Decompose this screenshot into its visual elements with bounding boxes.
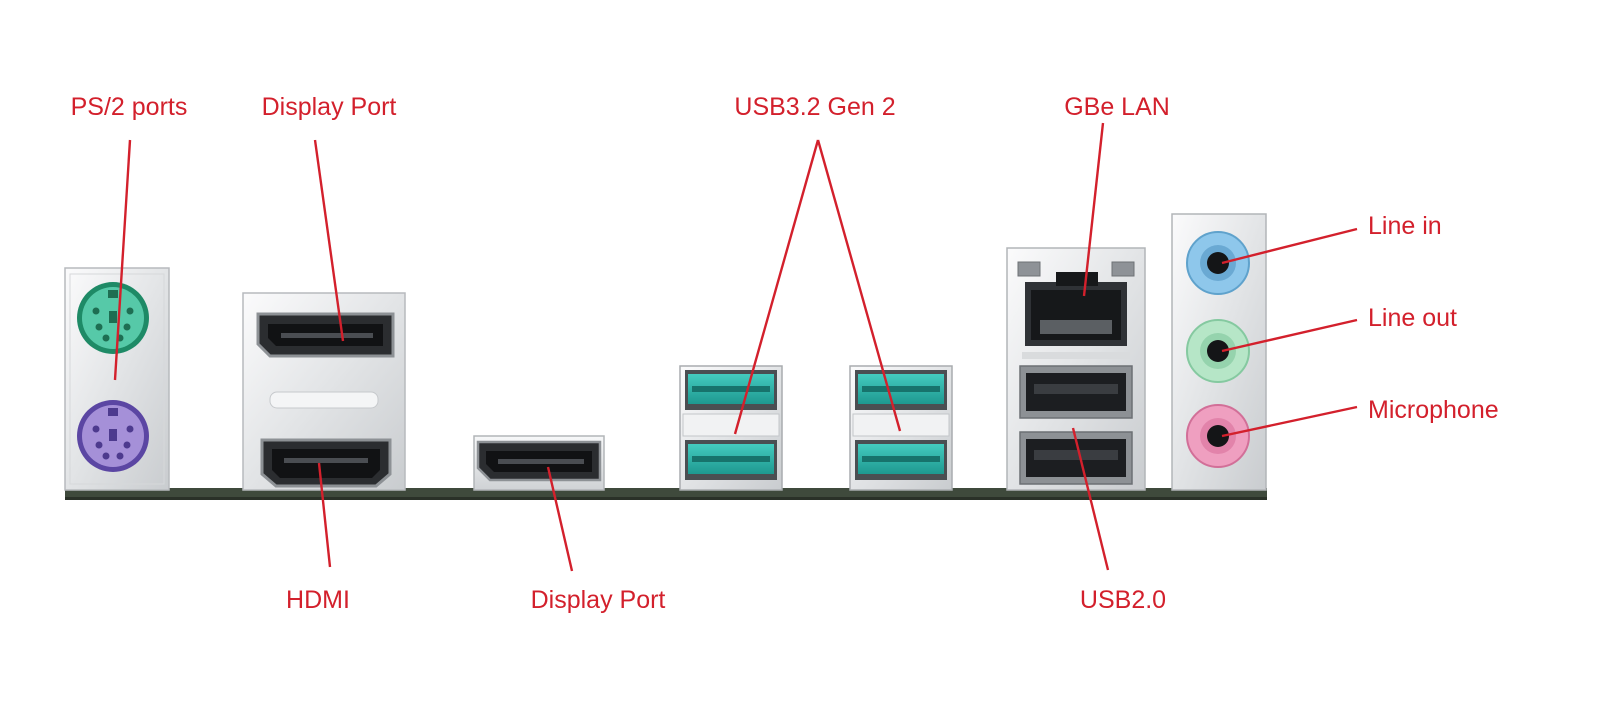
usb32-gen2-stack-a <box>679 365 783 491</box>
leader-line-usb20 <box>1071 427 1110 571</box>
leader-line-gbe-lan <box>1082 122 1105 297</box>
leader-line-display-port-bottom <box>546 466 574 572</box>
leader-line-ps2 <box>113 139 132 381</box>
usb32-gen2-stack-b <box>849 365 953 491</box>
label-usb20: USB2.0 <box>1079 586 1167 614</box>
lan-usb20-module <box>1006 247 1146 491</box>
leader-line-line-out <box>1221 318 1358 353</box>
hdmi-icon[interactable] <box>260 438 392 488</box>
displayport-icon[interactable] <box>256 312 395 358</box>
motherboard-pcb <box>65 488 1267 499</box>
label-ps2-ports: PS/2 ports <box>70 93 188 121</box>
audio-jack-icon[interactable] <box>1186 319 1250 383</box>
displayport-icon[interactable] <box>473 435 605 491</box>
leader-line-usb32-b <box>816 139 902 432</box>
leader-line-usb32-a <box>733 139 820 435</box>
usb-a-port-icon[interactable] <box>1019 365 1133 419</box>
usb-a-port-icon[interactable] <box>1019 431 1133 485</box>
leader-lines <box>113 122 1358 572</box>
label-microphone: Microphone <box>1368 396 1499 424</box>
label-line-out: Line out <box>1368 304 1457 332</box>
label-gbe-lan: GBe LAN <box>1064 93 1170 121</box>
label-hdmi: HDMI <box>286 586 350 614</box>
leader-line-line-in <box>1221 227 1358 265</box>
ps2-mouse-port-icon[interactable] <box>77 400 149 472</box>
leader-line-display-port-top <box>313 139 345 342</box>
label-line-in: Line in <box>1368 212 1442 240</box>
audio-jack-icon[interactable] <box>1186 231 1250 295</box>
ps2-keyboard-port-icon[interactable] <box>77 282 149 354</box>
audio-jacks-module <box>1171 213 1267 491</box>
displayport-hdmi-module <box>242 292 406 491</box>
rj45-port-icon[interactable] <box>1017 261 1135 346</box>
leader-line-hdmi <box>317 462 332 568</box>
label-display-port-top: Display Port <box>261 93 397 121</box>
label-usb32-gen2: USB3.2 Gen 2 <box>734 93 896 121</box>
ps2-ports-module <box>64 267 170 491</box>
audio-jack-icon[interactable] <box>1186 404 1250 468</box>
label-display-port-bottom: Display Port <box>530 586 666 614</box>
leader-line-microphone <box>1221 405 1358 438</box>
motherboard-pcb-edge <box>65 497 1267 500</box>
